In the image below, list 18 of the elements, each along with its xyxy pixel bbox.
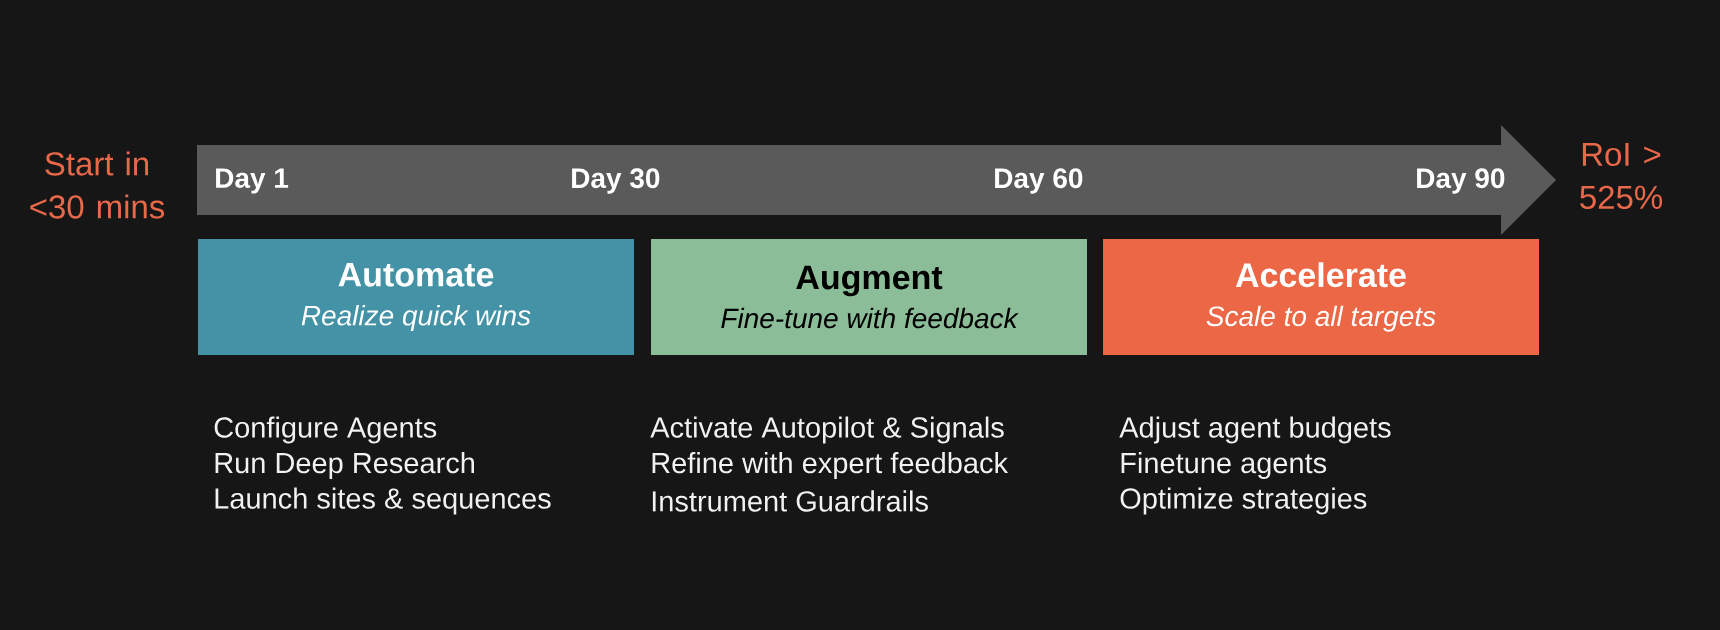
- day-label: Day 60: [995, 168, 1083, 194]
- milestone-label: RoI > 525%: [1580, 143, 1663, 209]
- task-text: Optimize strategies: [1120, 487, 1367, 515]
- phase-box: Automate Realize quick wins: [198, 239, 634, 355]
- phase-box: Augment Fine-tune with feedback: [651, 239, 1087, 355]
- task-text: Finetune agents: [1121, 452, 1327, 480]
- day-label: Day 30: [572, 168, 660, 194]
- day-label: Day 90: [1417, 168, 1505, 194]
- task-text: Launch sites & sequences: [215, 487, 551, 515]
- task-text: Activate Autopilot & Signals: [650, 416, 1004, 444]
- milestone-label: Start in <30 mins: [30, 151, 165, 219]
- phase-box: Accelerate Scale to all targets: [1103, 239, 1539, 355]
- task-text: Refine with expert feedback: [652, 452, 1009, 480]
- task-text: Instrument Guardrails: [652, 490, 928, 512]
- task-text: Adjust agent budgets: [1119, 416, 1391, 444]
- day-label: Day 1: [216, 168, 289, 194]
- task-text: Run Deep Research: [215, 452, 474, 480]
- task-text: Configure Agents: [214, 416, 437, 444]
